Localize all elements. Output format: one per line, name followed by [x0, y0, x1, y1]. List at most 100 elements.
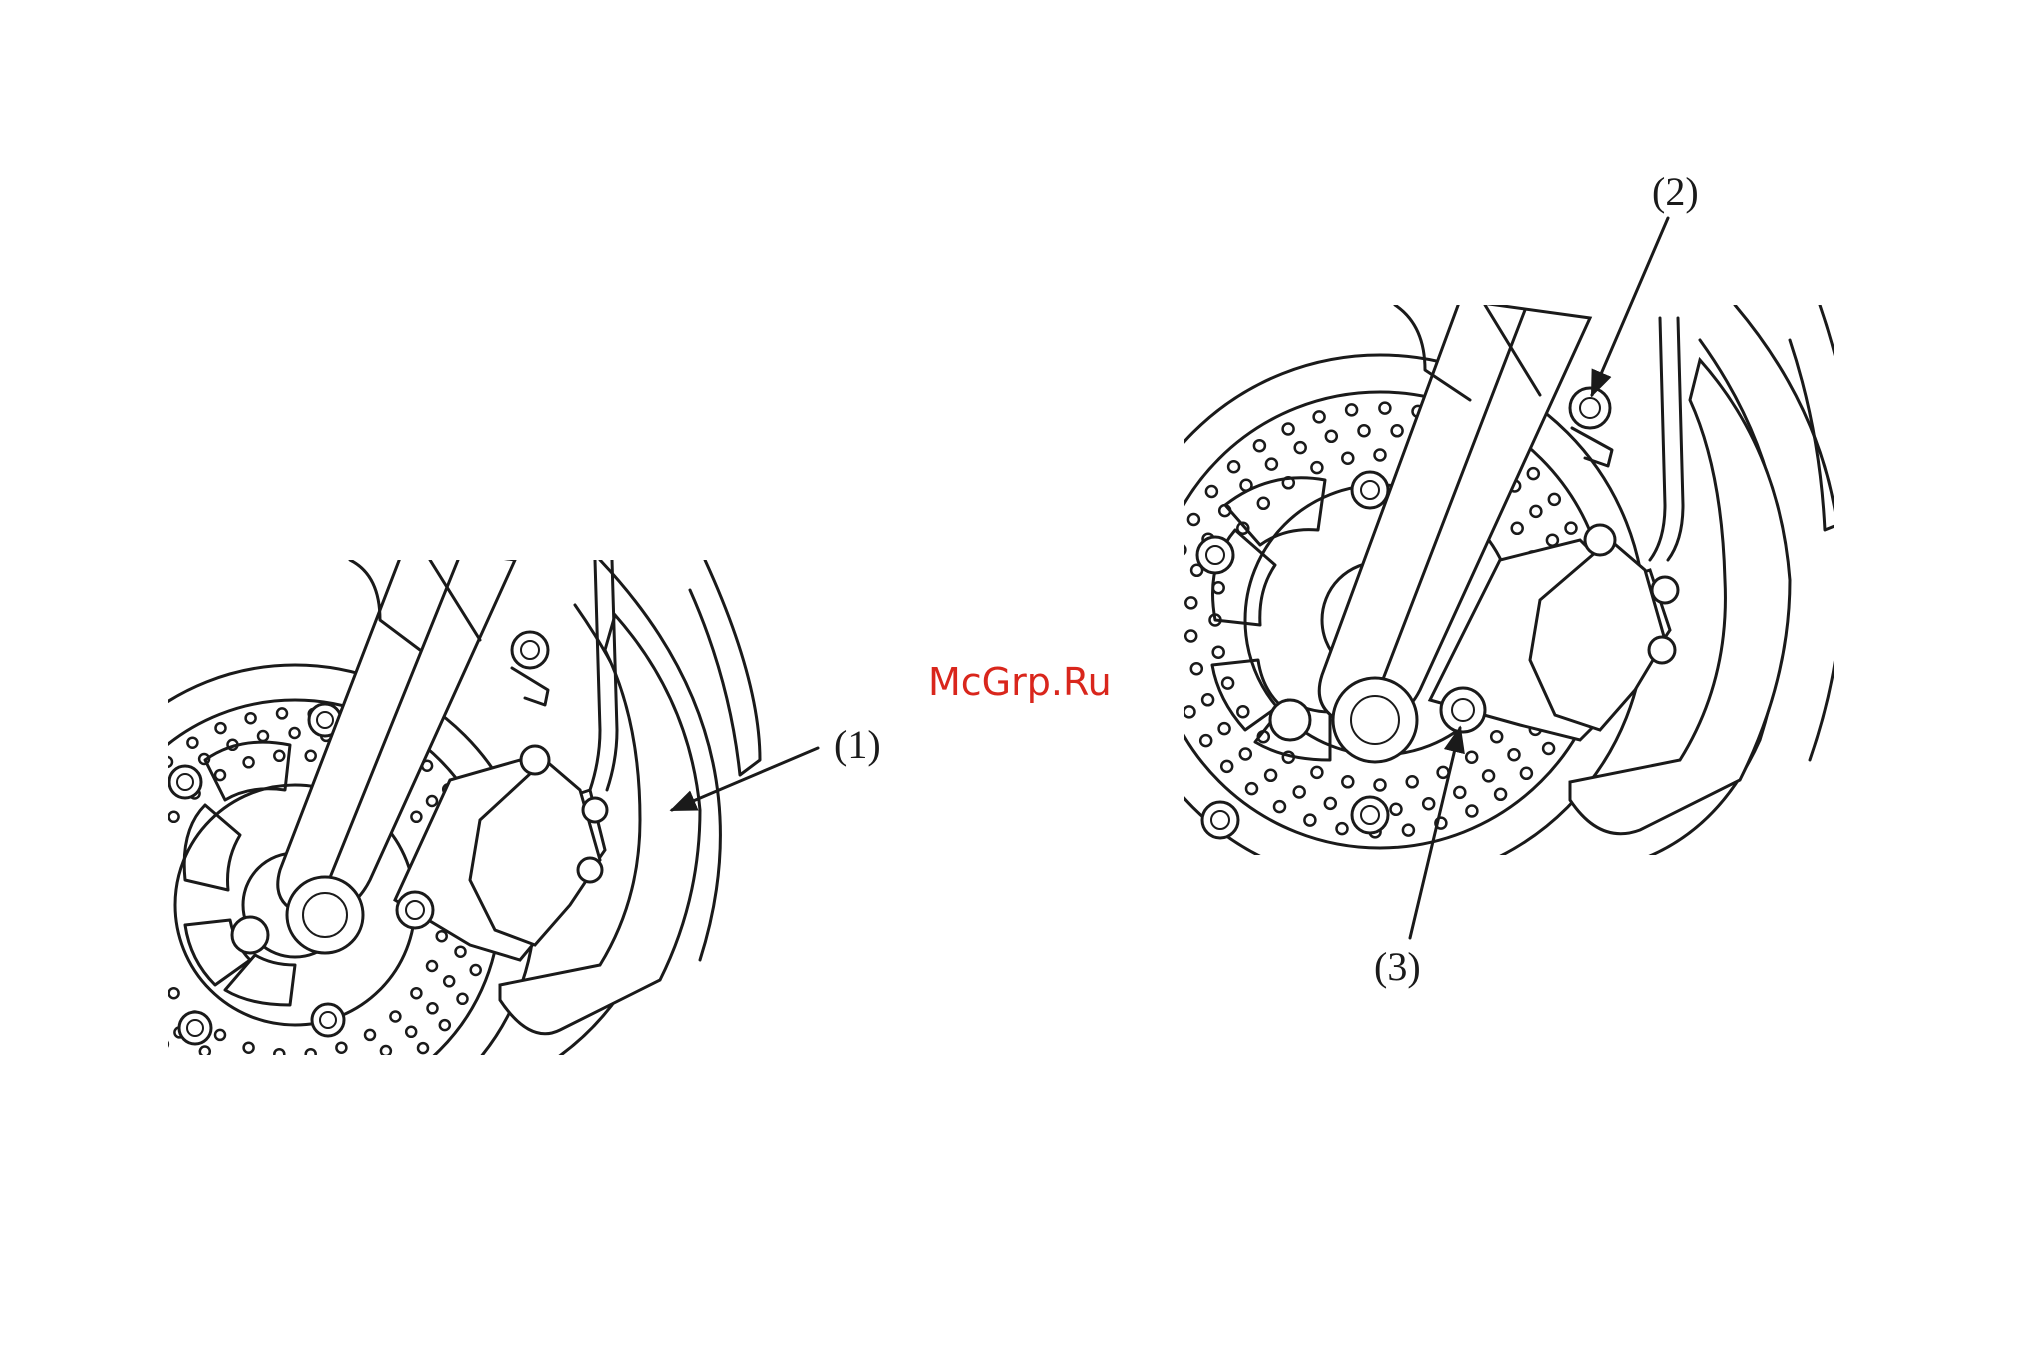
right-callout-2: (2): [1592, 169, 1699, 395]
disc-vent-hole: [1392, 425, 1403, 436]
disc-vent-hole: [353, 1060, 363, 1070]
disc-vent-hole: [240, 1085, 250, 1095]
disc-vent-hole: [1325, 798, 1336, 809]
disc-vent-hole: [1221, 761, 1232, 772]
disc-vent-hole: [120, 989, 130, 999]
disc-vent-hole: [1547, 535, 1558, 546]
disc-vent-hole: [1185, 631, 1196, 642]
disc-vent-hole: [1295, 442, 1306, 453]
disc-vent-hole: [427, 796, 437, 806]
disc-vent-hole: [1171, 675, 1182, 686]
disc-vent-hole: [1274, 801, 1285, 812]
disc-vent-hole: [119, 916, 129, 926]
disc-vent-hole: [1200, 735, 1211, 746]
disc-vent-hole: [277, 708, 287, 718]
disc-vent-hole: [1191, 663, 1202, 674]
disc-vent-hole: [1566, 523, 1577, 534]
disc-vent-hole: [123, 806, 133, 816]
disc-vent-hole: [1228, 461, 1239, 472]
disc-vent-hole: [153, 839, 163, 849]
disc-vent-hole: [1219, 723, 1230, 734]
disc-vent-hole: [153, 1004, 163, 1014]
disc-vent-hole: [200, 1047, 210, 1057]
disc-vent-hole: [162, 757, 172, 767]
disc-vent-hole: [406, 1027, 416, 1037]
disc-vent-hole: [334, 1087, 344, 1097]
disc-vent-hole: [1206, 486, 1217, 497]
disc-vent-hole: [1213, 647, 1224, 658]
disc-vent-hole: [1174, 544, 1185, 555]
disc-vent-hole: [244, 1043, 254, 1053]
disc-vent-hole: [427, 961, 437, 971]
disc-vent-hole: [428, 1003, 438, 1013]
disc-vent-hole: [456, 947, 466, 957]
disc-vent-hole: [411, 988, 421, 998]
disc-vent-hole: [1304, 815, 1315, 826]
disc-vent-hole: [411, 812, 421, 822]
right-brake-illustration: [1115, 300, 1852, 885]
disc-vent-hole: [1495, 789, 1506, 800]
disc-vent-hole: [1188, 514, 1199, 525]
disc-vent-hole: [306, 1049, 316, 1059]
disc-vent-hole: [303, 1092, 313, 1102]
disc-vent-hole: [1521, 768, 1532, 779]
disc-vent-hole: [1466, 752, 1477, 763]
disc-vent-hole: [1438, 767, 1449, 778]
disc-vent-hole: [1163, 610, 1174, 621]
disc-vent-hole: [136, 824, 146, 834]
callout-2-leader: [1592, 218, 1668, 395]
disc-vent-hole: [444, 976, 454, 986]
disc-vent-hole: [322, 1069, 332, 1079]
disc-vent-hole: [109, 835, 119, 845]
disc-vent-hole: [306, 751, 316, 761]
left-brake-illustration: [55, 545, 760, 1145]
disc-vent-hole: [274, 751, 284, 761]
disc-vent-hole: [1528, 468, 1539, 479]
disc-vent-hole: [1346, 404, 1357, 415]
disc-vent-hole: [1164, 643, 1175, 654]
disc-vent-hole: [1359, 425, 1370, 436]
watermark-text: McGrp.Ru: [928, 660, 1112, 704]
disc-vent-hole: [153, 797, 163, 807]
callout-2-label: (2): [1652, 169, 1699, 214]
disc-vent-hole: [215, 1030, 225, 1040]
disc-vent-hole: [1184, 706, 1195, 717]
disc-vent-hole: [1283, 424, 1294, 435]
disc-vent-hole: [1246, 783, 1257, 794]
disc-vent-hole: [169, 988, 179, 998]
disc-vent-hole: [393, 1062, 403, 1072]
disc-vent-hole: [1254, 440, 1265, 451]
disc-vent-hole: [1266, 459, 1277, 470]
disc-vent-hole: [210, 1075, 220, 1085]
disc-vent-hole: [1185, 597, 1196, 608]
disc-vent-hole: [101, 866, 111, 876]
disc-vent-hole: [125, 853, 135, 863]
disc-vent-hole: [119, 885, 129, 895]
callout-3-label: (3): [1374, 944, 1421, 989]
disc-vent-hole: [440, 1020, 450, 1030]
disc-vent-hole: [365, 1030, 375, 1040]
disc-vent-hole: [187, 738, 197, 748]
disc-vent-hole: [1512, 523, 1523, 534]
disc-vent-hole: [458, 994, 468, 1004]
disc-vent-hole: [1543, 743, 1554, 754]
disc-vent-hole: [381, 1046, 391, 1056]
disc-vent-hole: [1403, 825, 1414, 836]
disc-vent-hole: [183, 1059, 193, 1069]
disc-vent-hole: [215, 770, 225, 780]
disc-vent-hole: [1407, 776, 1418, 787]
disc-vent-hole: [1454, 787, 1465, 798]
disc-vent-hole: [1240, 749, 1251, 760]
disc-vent-hole: [158, 1039, 168, 1049]
disc-vent-hole: [246, 713, 256, 723]
disc-vent-hole: [274, 1049, 284, 1059]
disc-vent-hole: [228, 1061, 238, 1071]
disc-vent-hole: [125, 948, 135, 958]
disc-vent-hole: [169, 812, 179, 822]
disc-vent-hole: [140, 780, 150, 790]
disc-vent-hole: [437, 931, 447, 941]
disc-vent-hole: [1166, 577, 1177, 588]
disc-vent-hole: [390, 1012, 400, 1022]
disc-vent-hole: [336, 1043, 346, 1053]
disc-vent-hole: [1326, 431, 1337, 442]
